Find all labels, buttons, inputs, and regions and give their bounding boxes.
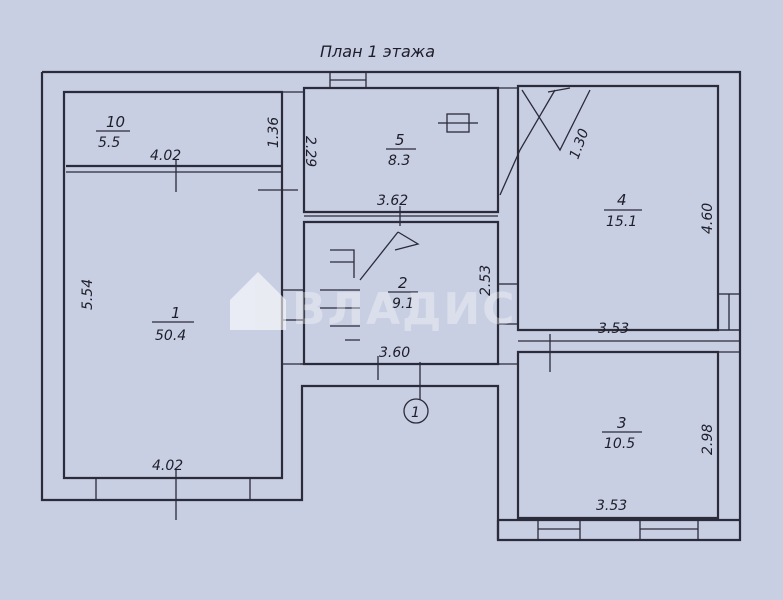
dim-r3-depth: 2.98 xyxy=(700,424,716,455)
room-5-number: 5 xyxy=(395,131,405,149)
room-1-area: 50.4 xyxy=(155,328,186,344)
room-labels: 10 5.5 5 8.3 4 15.1 2 9.1 1 50.4 3 10.5 xyxy=(96,113,642,452)
room-10-area: 5.5 xyxy=(98,135,120,151)
axis-marker: 1 xyxy=(403,398,429,424)
dim-r2-width: 3.60 xyxy=(379,345,410,361)
axis-marker-label: 1 xyxy=(411,405,420,421)
room-2-area: 9.1 xyxy=(392,296,414,312)
room-4: 4 15.1 xyxy=(604,191,642,230)
dim-r1-depth: 5.54 xyxy=(80,279,96,310)
room-1: 1 50.4 xyxy=(152,304,194,344)
room-3-number: 3 xyxy=(617,414,627,432)
watermark-text: ВЛАДИС xyxy=(292,284,516,335)
room-10-number: 10 xyxy=(106,113,125,131)
room-3: 3 10.5 xyxy=(602,414,642,452)
dim-r1-width: 4.02 xyxy=(152,458,183,474)
room-4-number: 4 xyxy=(617,191,627,209)
dim-r10-width: 4.02 xyxy=(150,148,181,164)
room-2-number: 2 xyxy=(398,274,408,292)
dim-r4-width: 3.53 xyxy=(598,321,629,337)
room-3-area: 10.5 xyxy=(604,436,635,452)
room-5-area: 8.3 xyxy=(388,153,410,169)
room-2: 2 9.1 xyxy=(388,274,418,312)
room-4-area: 15.1 xyxy=(606,214,637,230)
dim-r10-depth: 1.36 xyxy=(266,117,282,148)
room-5: 5 8.3 xyxy=(386,131,416,169)
dim-r5-depth: 2.29 xyxy=(302,136,318,167)
room-10: 10 5.5 xyxy=(96,113,130,151)
dim-r4-depth: 4.60 xyxy=(700,203,716,234)
plan-title: План 1 этажа xyxy=(320,42,435,61)
watermark-logo: ВЛАДИС xyxy=(230,272,516,335)
dim-r2-depth: 2.53 xyxy=(478,265,494,296)
room-1-number: 1 xyxy=(171,304,181,322)
dim-r3-width: 3.53 xyxy=(596,498,627,514)
interior-details xyxy=(66,71,741,541)
dim-r5-width: 3.62 xyxy=(377,193,408,209)
dim-r4-corner: 1.30 xyxy=(567,127,593,162)
